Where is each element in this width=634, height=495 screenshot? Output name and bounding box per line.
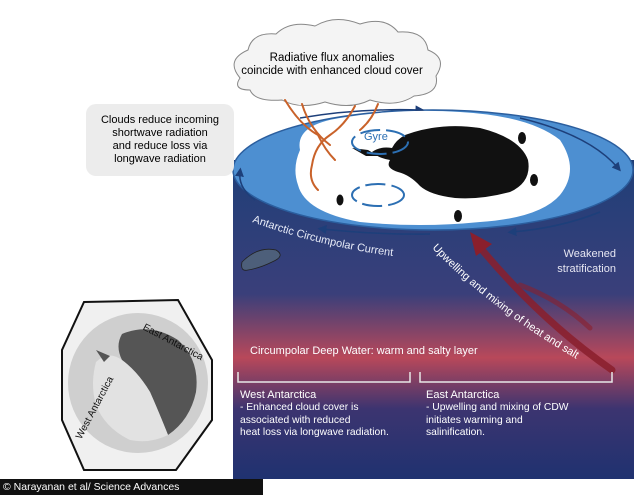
gyre-ross <box>351 183 405 207</box>
east-antarctica-title: East Antarctica <box>426 389 500 401</box>
gyre-weddell <box>351 129 409 155</box>
antarctica-landmass <box>372 126 529 199</box>
cdw-label: Circumpolar Deep Water: warm and salty l… <box>250 345 478 357</box>
cloud-effect-note: Clouds reduce incoming shortwave radiati… <box>86 104 234 176</box>
region-brackets <box>237 372 613 383</box>
weakened-stratification-label: Weakened stratification <box>557 248 616 275</box>
east-antarctica-body: - Upwelling and mixing of CDW initiates … <box>426 402 569 439</box>
west-antarctica-title: West Antarctica <box>240 389 317 401</box>
acc-rim-arrow-2 <box>519 117 621 172</box>
map-west-antarctica <box>93 355 168 442</box>
west-antarctica-body: - Enhanced cloud cover is associated wit… <box>240 402 389 439</box>
radiation-roots <box>284 99 379 191</box>
map-east-antarctica <box>118 329 197 435</box>
acc-rim-arrow-3 <box>507 211 601 237</box>
acc-rim-arrow-4 <box>317 224 431 235</box>
gyre-label: Gyre <box>364 131 388 143</box>
cloud-caption: Radiative flux anomalies coincide with e… <box>241 52 423 77</box>
upwelling-arrow <box>474 241 616 374</box>
acc-rim-arrow-5 <box>234 167 256 201</box>
penguin-icon <box>336 132 538 222</box>
image-credit: © Narayanan et al/ Science Advances <box>0 479 263 495</box>
inset-map <box>61 298 213 471</box>
seal-icon <box>241 248 281 271</box>
ocean-column <box>233 160 634 479</box>
acc-rim-arrow-1 <box>299 105 425 119</box>
